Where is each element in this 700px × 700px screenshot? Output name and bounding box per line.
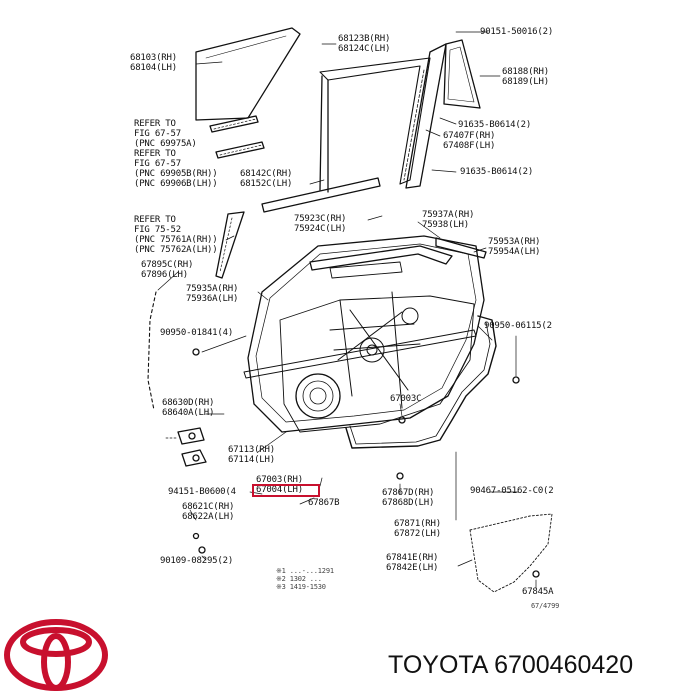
toyota-logo (4, 619, 108, 691)
callout-ref-69975: REFER TO FIG 67-57 (PNC 69975A) (134, 119, 197, 149)
callout-67003: 67003(RH) 67004(LH) (256, 475, 303, 495)
weatherstrip-upper (261, 177, 381, 213)
division-bar (405, 43, 447, 189)
callout-75953: 75953A(RH) 75954A(LH) (488, 237, 541, 257)
callout-68103: 68103(RH) 68104(LH) (130, 53, 177, 73)
callout-75923: 75923C(RH) 75924C(LH) (294, 214, 347, 234)
bolt-90950a (192, 348, 200, 356)
figure-code: 67/4799 (531, 602, 560, 610)
door-outer-panel (247, 235, 485, 433)
callout-67895: 67895C(RH) 67896(LH) (141, 260, 194, 280)
callout-68123: 68123B(RH) 68124C(LH) (338, 34, 391, 54)
callout-90950-right: 90950-06115(2 (484, 321, 552, 331)
window-regulator (329, 291, 421, 409)
clip-67867d (396, 472, 404, 480)
door-glass (195, 27, 301, 121)
clip-67003c (398, 416, 406, 424)
speaker-opening (295, 373, 341, 419)
callout-75937: 75937A(RH) 75938(LH) (422, 210, 475, 230)
side-strip (215, 211, 245, 279)
callout-90950-left: 90950-01841(4) (160, 328, 234, 338)
callout-67407: 67407F(RH) 67408F(LH) (443, 131, 496, 151)
belt-molding-outer (209, 115, 259, 133)
legend-notes: ※1 ...-...1291 ※2 1302 ... ※3 1419-1530 (276, 567, 334, 591)
frame-molding (309, 245, 453, 271)
clip-67845 (532, 570, 540, 578)
callout-75935: 75935A(RH) 75936A(LH) (186, 284, 239, 304)
screw-90109 (198, 546, 206, 554)
lower-molding (243, 329, 477, 379)
part-number: 6700460420 (494, 651, 634, 679)
side-weatherstrip (147, 291, 157, 411)
callout-68630: 68630D(RH) 68640A(LH) (162, 398, 215, 418)
door-weatherstrip (345, 315, 497, 449)
callout-67867b: 67867B (308, 498, 340, 508)
callout-67841: 67841E(RH) 67842E(LH) (386, 553, 439, 573)
belt-molding-inner (215, 141, 265, 159)
callout-67871: 67871(RH) 67872(LH) (394, 519, 441, 539)
brand-caption: TOYOTA 6700460420 (388, 651, 633, 680)
callout-67845: 67845A (522, 587, 554, 597)
trim-cover (469, 513, 553, 593)
door-hinge-lower (181, 449, 207, 467)
callout-91635-upper: 91635-B0614(2) (458, 120, 532, 130)
callout-68188: 68188(RH) 68189(LH) (502, 67, 549, 87)
callout-90109: 90109-08295(2) (160, 556, 234, 566)
callout-ref-75761: REFER TO FIG 75-52 (PNC 75761A(RH)) (PNC… (134, 215, 218, 255)
door-hinge-upper (177, 427, 205, 445)
callout-67003c: 67003C (390, 394, 422, 404)
door-inner-panel (279, 295, 475, 433)
callout-68142: 68142C(RH) 68152C(LH) (240, 169, 293, 189)
callout-90151: 90151-50016(2) (480, 27, 554, 37)
callout-94151: 94151-B0600(4 (168, 487, 236, 497)
highlight-box-67004 (252, 484, 320, 497)
quarter-glass (443, 39, 481, 109)
callout-68621: 68621C(RH) 68622A(LH) (182, 502, 235, 522)
brand-name: TOYOTA (388, 651, 488, 679)
callout-67867d: 67867D(RH) 67868D(LH) (382, 488, 435, 508)
glass-run (319, 57, 431, 185)
callout-90467: 90467-05162-C0(2 (470, 486, 554, 496)
callout-91635-lower: 91635-B0614(2) (460, 167, 534, 177)
callout-ref-69905: REFER TO FIG 67-57 (PNC 69905B(RH)) (PNC… (134, 149, 218, 189)
bolt-90950b (512, 376, 520, 384)
callout-67113: 67113(RH) 67114(LH) (228, 445, 275, 465)
